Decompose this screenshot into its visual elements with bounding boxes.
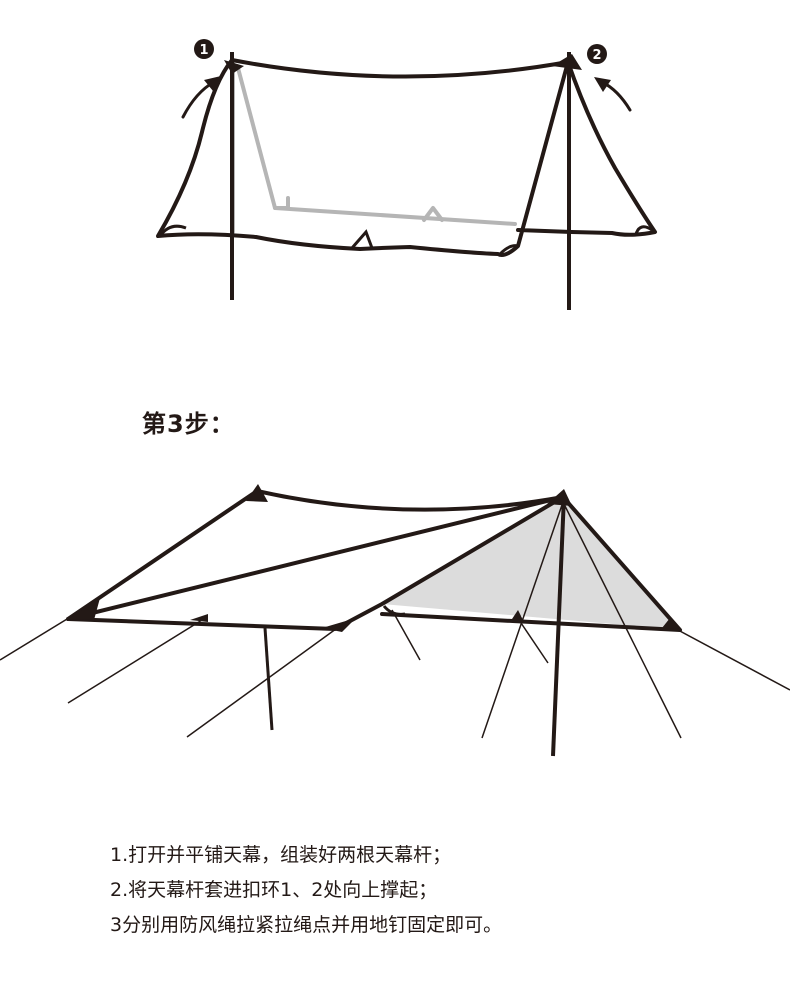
callout-badge-1: 1 bbox=[194, 39, 214, 59]
step-title: 第3步： bbox=[142, 410, 235, 438]
shaded-panel bbox=[382, 497, 682, 630]
lift-arrow-left bbox=[181, 76, 221, 119]
instruction-step-3: 3分别用防风绳拉紧拉绳点并用地钉固定即可。 bbox=[110, 914, 503, 936]
callout-badge-2: 2 bbox=[587, 44, 607, 64]
pitched-tarp-outline bbox=[66, 489, 682, 632]
pitched-tarp-corners bbox=[68, 484, 680, 632]
tarp-outline bbox=[156, 58, 657, 257]
guy-lines bbox=[0, 501, 790, 739]
tarp-corner-loops bbox=[158, 224, 653, 256]
tarp-raising-illustration: 1 2 bbox=[156, 39, 657, 310]
lift-arrow-right bbox=[594, 77, 632, 112]
instruction-step-1: 1.打开并平铺天幕，组装好两根天幕杆； bbox=[110, 844, 452, 866]
pitched-tarp-loop bbox=[382, 605, 406, 616]
center-pole bbox=[551, 495, 566, 757]
callout-2-label: 2 bbox=[592, 48, 601, 63]
ghost-tarp-outline bbox=[231, 61, 517, 234]
callout-1-label: 1 bbox=[199, 43, 208, 58]
instruction-step-2: 2.将天幕杆套进扣环1、2处向上撑起； bbox=[110, 879, 438, 901]
setup-instructions: 1.打开并平铺天幕，组装好两根天幕杆； 2.将天幕杆套进扣环1、2处向上撑起； … bbox=[110, 838, 502, 943]
tarp-corner-patches bbox=[224, 54, 582, 74]
front-short-pole bbox=[263, 627, 274, 731]
pitched-tarp-illustration bbox=[0, 484, 790, 757]
